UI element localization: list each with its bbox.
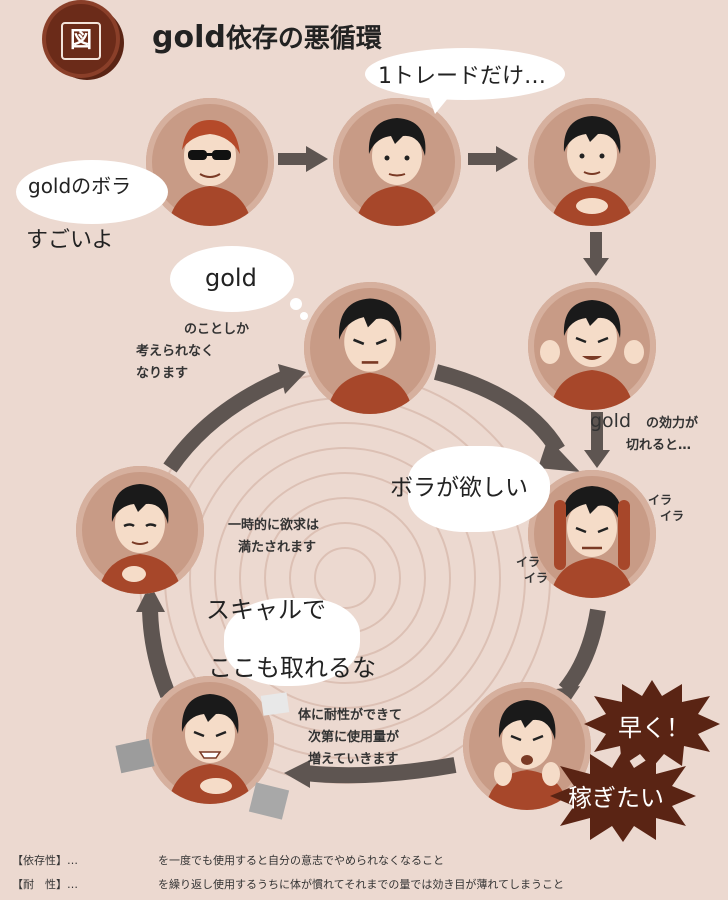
paper-sheet-icon — [260, 692, 290, 716]
person-circle-one-trade — [333, 98, 461, 226]
boy-scalping-icon — [168, 694, 252, 804]
thought-dot — [290, 298, 302, 310]
person-circle-trading — [528, 98, 656, 226]
speech-bubble-want-volatility — [408, 446, 550, 532]
gold-volatility-text-line2: すごいよ — [26, 228, 114, 253]
note-tolerance-line3: 増えていきます — [308, 752, 399, 767]
boy-calm-icon — [550, 116, 634, 226]
title-word: gold — [152, 20, 226, 55]
note-tolerance-line2: 次第に使用量が — [308, 730, 400, 745]
speech-bubble-one-trade — [365, 48, 565, 100]
sunglasses-person-icon — [168, 120, 252, 226]
page-title: gold依存の悪循環 — [152, 18, 382, 55]
speech-bubble-gold-volatility — [16, 160, 168, 224]
boy-obsessed-icon — [326, 298, 414, 414]
scalping-text-line2: ここも取れるな — [208, 654, 376, 682]
burst-hurry — [584, 680, 720, 768]
want-volatility-text: ボラが欲しい — [390, 475, 528, 501]
boy-irritated-icon — [550, 486, 634, 598]
dependence-term: 【依存性】… — [12, 854, 78, 867]
hurry-text: 早く！ — [618, 714, 690, 742]
note-effect-line2: 切れると… — [626, 438, 692, 453]
bubble-tail — [427, 92, 453, 114]
figure-icon: 図 — [61, 22, 101, 60]
thought-bubble-gold — [170, 246, 294, 312]
tolerance-definition: を繰り返し使用するうちに体が慣れてそれまでの量では効き目が薄れてしまうこと — [158, 878, 565, 891]
title-rest: 依存の悪循環 — [225, 24, 382, 54]
boy-relieved-icon — [98, 484, 182, 594]
person-circle-scalping — [146, 676, 274, 804]
speech-bubble-scalping — [224, 598, 360, 686]
scalping-text-line1: スキャルで — [206, 596, 326, 624]
ira-label: イラ — [660, 509, 685, 523]
ira-label: イラ — [524, 571, 549, 585]
note-only-think-line2: 考えられなく — [136, 344, 215, 359]
dependence-definition: を一度でも使用すると自分の意志でやめられなくなること — [158, 854, 444, 867]
title-badge: 図 — [46, 4, 116, 74]
ira-label: イラ — [648, 493, 673, 507]
burst-want-earn — [550, 750, 696, 842]
person-circle-satisfied — [76, 466, 204, 594]
note-effect-line1: の効力が — [646, 416, 699, 431]
person-circle-worried — [463, 682, 591, 810]
thought-dot — [300, 312, 308, 320]
boy-excited-icon — [540, 300, 644, 410]
ira-label: イラ — [516, 555, 541, 569]
boy-worried-icon — [485, 700, 569, 810]
gold-volatility-text-line1: goldのボラ — [28, 174, 132, 198]
note-tolerance-line1: 体に耐性ができて — [298, 708, 403, 723]
note-satisfied-line1: 一時的に欲求は — [228, 518, 320, 533]
tolerance-term: 【耐 性】… — [12, 878, 78, 891]
note-only-think-line3: なります — [136, 366, 189, 381]
want-earn-text: 稼ぎたい — [568, 784, 664, 812]
person-circle-obsessed — [304, 282, 436, 414]
note-satisfied-line2: 満たされます — [238, 540, 317, 555]
note-effect-gold-word: gold — [590, 410, 632, 432]
boy-thinking-icon — [355, 118, 439, 226]
note-only-think-line1: のことしか — [184, 322, 250, 337]
footer-dependence: 【依存性】… を一度でも使用すると自分の意志でやめられなくなること — [12, 852, 444, 868]
person-circle-sunglasses — [146, 98, 274, 226]
one-trade-text: 1トレードだけ… — [378, 64, 546, 89]
footer-tolerance: 【耐 性】… を繰り返し使用するうちに体が慣れてそれまでの量では効き目が薄れてし… — [12, 876, 564, 892]
gold-thought-text: gold — [205, 264, 257, 292]
person-circle-excited — [528, 282, 656, 410]
